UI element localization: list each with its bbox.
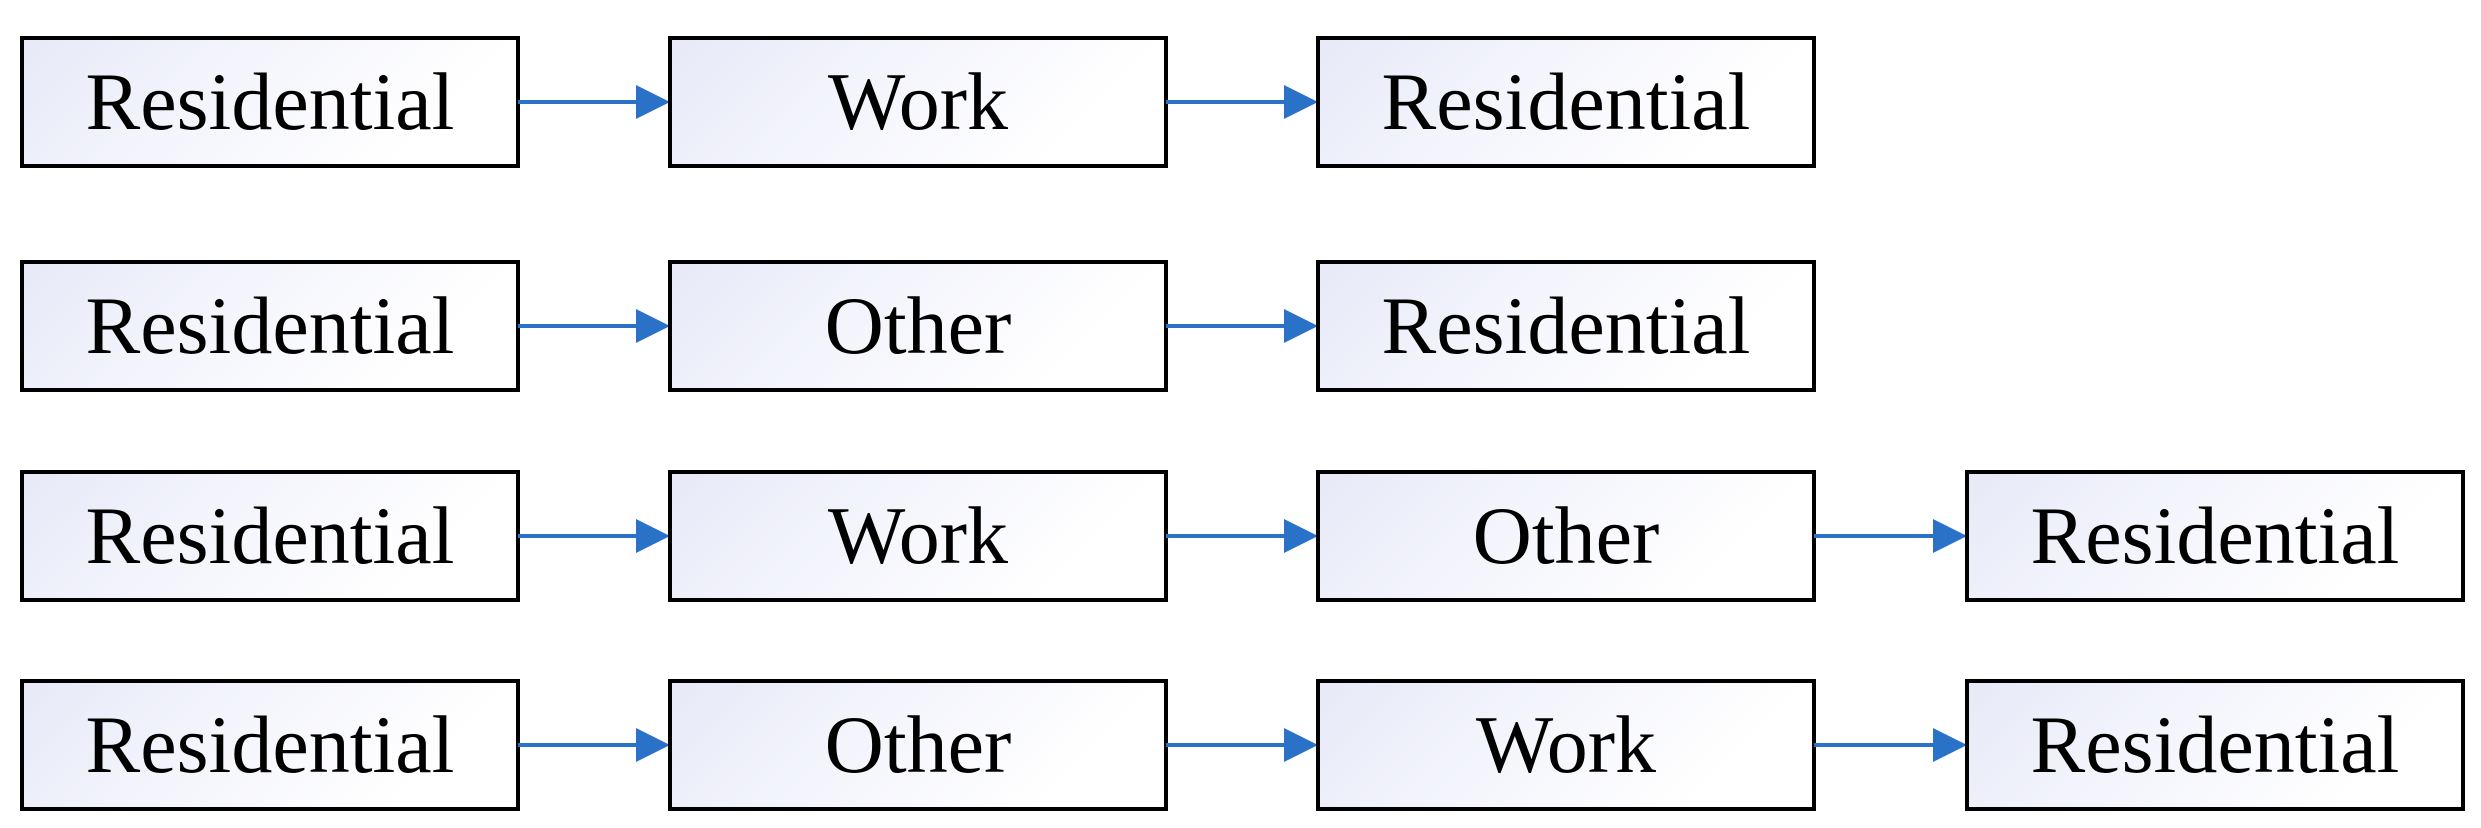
arrow-head bbox=[1284, 309, 1318, 343]
arrow-shaft bbox=[1166, 534, 1288, 538]
node-residential: Residential bbox=[20, 470, 520, 602]
arrow-head bbox=[1284, 728, 1318, 762]
arrow-head bbox=[636, 728, 670, 762]
arrow-head bbox=[1933, 519, 1967, 553]
arrow-head bbox=[636, 309, 670, 343]
arrow-head bbox=[1933, 728, 1967, 762]
node-residential: Residential bbox=[1316, 36, 1816, 168]
flow-arrow bbox=[1814, 516, 1967, 556]
arrow-shaft bbox=[1814, 534, 1937, 538]
arrow-head bbox=[1284, 85, 1318, 119]
arrow-shaft bbox=[518, 100, 640, 104]
arrow-shaft bbox=[1166, 100, 1288, 104]
node-residential: Residential bbox=[1965, 470, 2465, 602]
node-work: Work bbox=[668, 36, 1168, 168]
arrow-shaft bbox=[1814, 743, 1937, 747]
arrow-shaft bbox=[518, 324, 640, 328]
flow-arrow bbox=[1166, 725, 1318, 765]
flow-arrow bbox=[518, 725, 670, 765]
arrow-shaft bbox=[1166, 324, 1288, 328]
arrow-shaft bbox=[1166, 743, 1288, 747]
node-work: Work bbox=[668, 470, 1168, 602]
node-other: Other bbox=[668, 679, 1168, 811]
node-residential: Residential bbox=[20, 679, 520, 811]
arrow-shaft bbox=[518, 534, 640, 538]
node-other: Other bbox=[668, 260, 1168, 392]
arrow-head bbox=[636, 519, 670, 553]
arrow-head bbox=[1284, 519, 1318, 553]
node-residential: Residential bbox=[20, 36, 520, 168]
arrow-head bbox=[636, 85, 670, 119]
flow-arrow bbox=[1814, 725, 1967, 765]
node-residential: Residential bbox=[1316, 260, 1816, 392]
flow-arrow bbox=[1166, 82, 1318, 122]
flow-arrow bbox=[1166, 516, 1318, 556]
node-residential: Residential bbox=[1965, 679, 2465, 811]
flow-arrow bbox=[518, 82, 670, 122]
node-work: Work bbox=[1316, 679, 1816, 811]
node-other: Other bbox=[1316, 470, 1816, 602]
flow-arrow bbox=[1166, 306, 1318, 346]
node-residential: Residential bbox=[20, 260, 520, 392]
flow-arrow bbox=[518, 306, 670, 346]
arrow-shaft bbox=[518, 743, 640, 747]
flow-arrow bbox=[518, 516, 670, 556]
